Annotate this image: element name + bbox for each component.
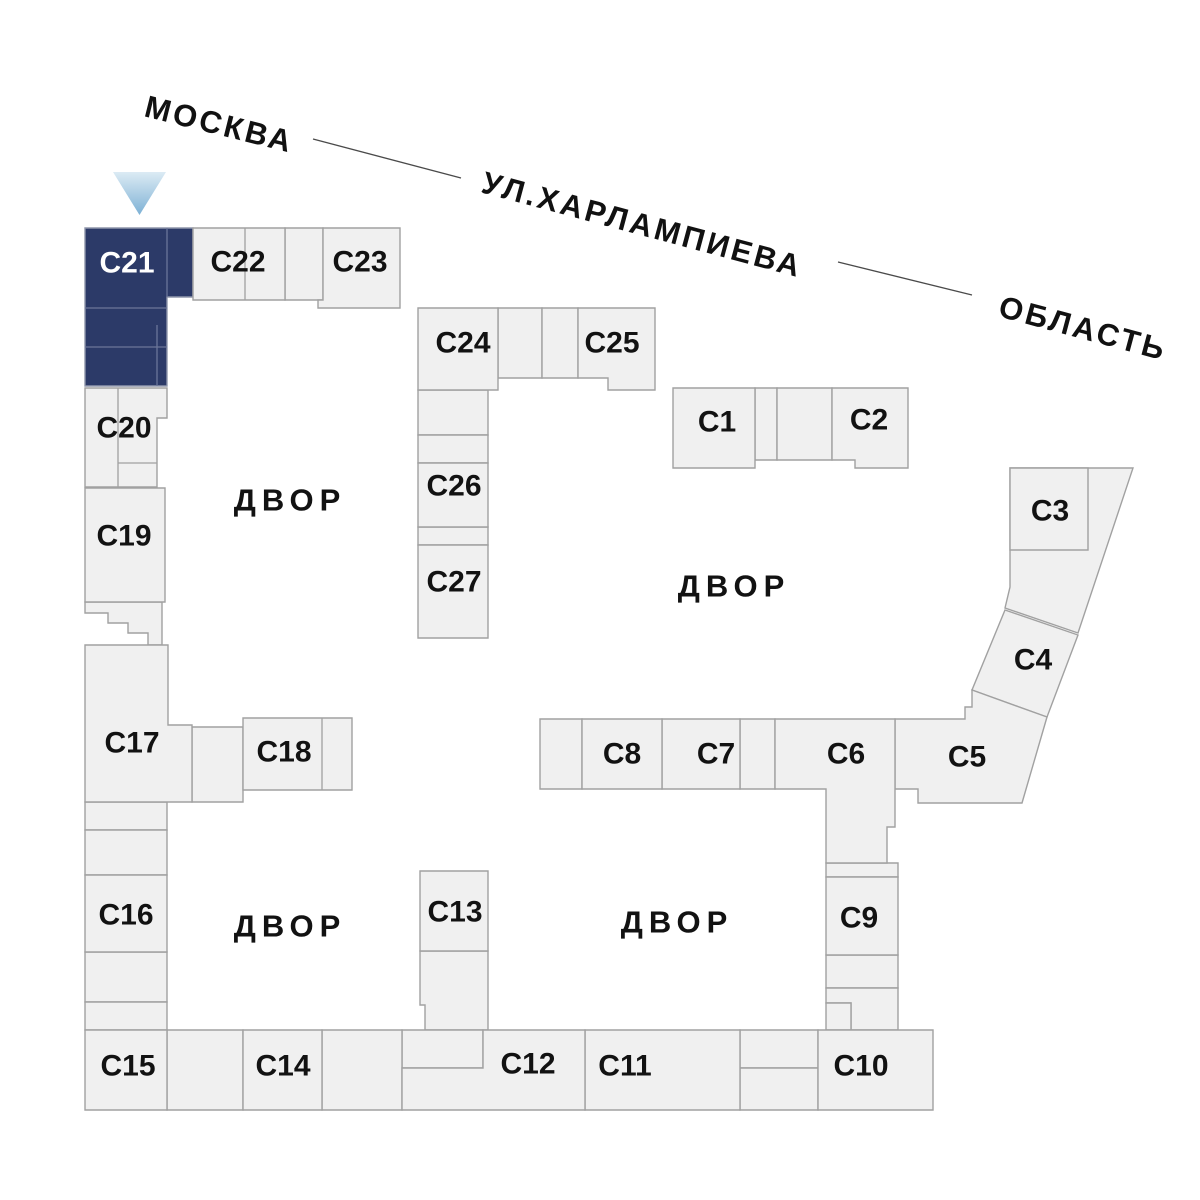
building-section — [166, 1029, 244, 1111]
building-label-c19[interactable]: С19 — [96, 520, 151, 553]
building-section — [321, 1029, 403, 1111]
building-section — [754, 387, 778, 461]
selected-building-pointer-icon — [113, 172, 166, 215]
building-c22[interactable] — [192, 227, 286, 301]
building-c13[interactable] — [419, 870, 489, 952]
building-label-c1[interactable]: С1 — [698, 406, 736, 439]
building-section — [739, 718, 776, 790]
building-c16[interactable] — [84, 874, 168, 953]
building-label-c5[interactable]: С5 — [948, 741, 986, 774]
building-label-c15[interactable]: С15 — [100, 1050, 155, 1083]
courtyard-label: ДВОР — [678, 569, 791, 604]
building-section — [84, 829, 168, 876]
building-section — [541, 307, 579, 379]
building-section — [84, 1001, 168, 1031]
building-label-c20[interactable]: С20 — [96, 412, 151, 445]
building-c6[interactable] — [774, 718, 896, 864]
building-label-c18[interactable]: С18 — [256, 736, 311, 769]
building-section — [739, 1029, 819, 1069]
building-label-c22[interactable]: С22 — [210, 246, 265, 279]
building-label-c10[interactable]: С10 — [833, 1050, 888, 1083]
building-label-c17[interactable]: С17 — [104, 727, 159, 760]
building-label-c12[interactable]: С12 — [500, 1048, 555, 1081]
building-c19[interactable] — [84, 487, 166, 603]
street-annotation-line — [312, 138, 462, 179]
building-section — [191, 726, 244, 803]
building-c2[interactable] — [831, 387, 909, 469]
building-section — [539, 718, 583, 790]
building-label-c3[interactable]: С3 — [1031, 495, 1069, 528]
building-c20[interactable] — [84, 387, 168, 488]
building-section — [776, 387, 833, 461]
building-label-c16[interactable]: С16 — [98, 899, 153, 932]
building-label-c4[interactable]: С4 — [1014, 644, 1053, 677]
building-section — [825, 954, 899, 989]
courtyard-label: ДВОР — [621, 905, 734, 940]
building-section — [825, 862, 899, 878]
building-c17[interactable] — [84, 644, 193, 803]
building-section — [497, 307, 543, 379]
building-c8[interactable] — [581, 718, 663, 790]
building-section — [84, 951, 168, 1003]
building-section — [419, 950, 489, 1031]
building-section — [739, 1067, 819, 1111]
building-section — [825, 1002, 852, 1031]
building-c25[interactable] — [577, 307, 656, 391]
building-label-c9[interactable]: С9 — [840, 902, 878, 935]
courtyard-label: ДВОР — [234, 909, 347, 944]
building-label-c8[interactable]: С8 — [603, 738, 641, 771]
building-c1[interactable] — [672, 387, 756, 469]
building-label-c27[interactable]: С27 — [426, 566, 481, 599]
building-section — [417, 434, 489, 464]
building-label-c13[interactable]: С13 — [427, 896, 482, 929]
building-label-c25[interactable]: С25 — [584, 327, 639, 360]
courtyard-label: ДВОР — [234, 483, 347, 518]
building-section — [401, 1029, 484, 1069]
building-section — [284, 227, 324, 301]
building-section — [417, 389, 489, 436]
building-label-c11[interactable]: С11 — [598, 1050, 651, 1083]
building-c14[interactable] — [242, 1029, 323, 1111]
building-label-c26[interactable]: С26 — [426, 470, 481, 503]
building-label-c21[interactable]: С21 — [99, 247, 154, 280]
building-section — [84, 801, 168, 831]
building-c27[interactable] — [417, 544, 489, 639]
building-c24[interactable] — [417, 307, 499, 391]
building-c9[interactable] — [825, 876, 899, 956]
building-label-c24[interactable]: С24 — [435, 327, 490, 360]
building-c12[interactable] — [401, 1029, 586, 1111]
street-annotation-line — [837, 261, 973, 296]
building-section — [417, 526, 489, 546]
building-c15[interactable] — [84, 1029, 168, 1111]
building-c26[interactable] — [417, 462, 489, 528]
building-section — [84, 601, 163, 646]
building-c23[interactable] — [317, 227, 401, 309]
building-label-c7[interactable]: С7 — [697, 738, 735, 771]
building-label-c2[interactable]: С2 — [850, 404, 888, 437]
building-c18[interactable] — [242, 717, 353, 791]
building-label-c14[interactable]: С14 — [255, 1050, 310, 1083]
building-c3[interactable] — [1009, 467, 1089, 551]
building-c10[interactable] — [817, 1029, 934, 1111]
building-label-c6[interactable]: С6 — [827, 738, 865, 771]
building-label-c23[interactable]: С23 — [332, 246, 387, 279]
building-c5[interactable] — [894, 689, 1048, 804]
